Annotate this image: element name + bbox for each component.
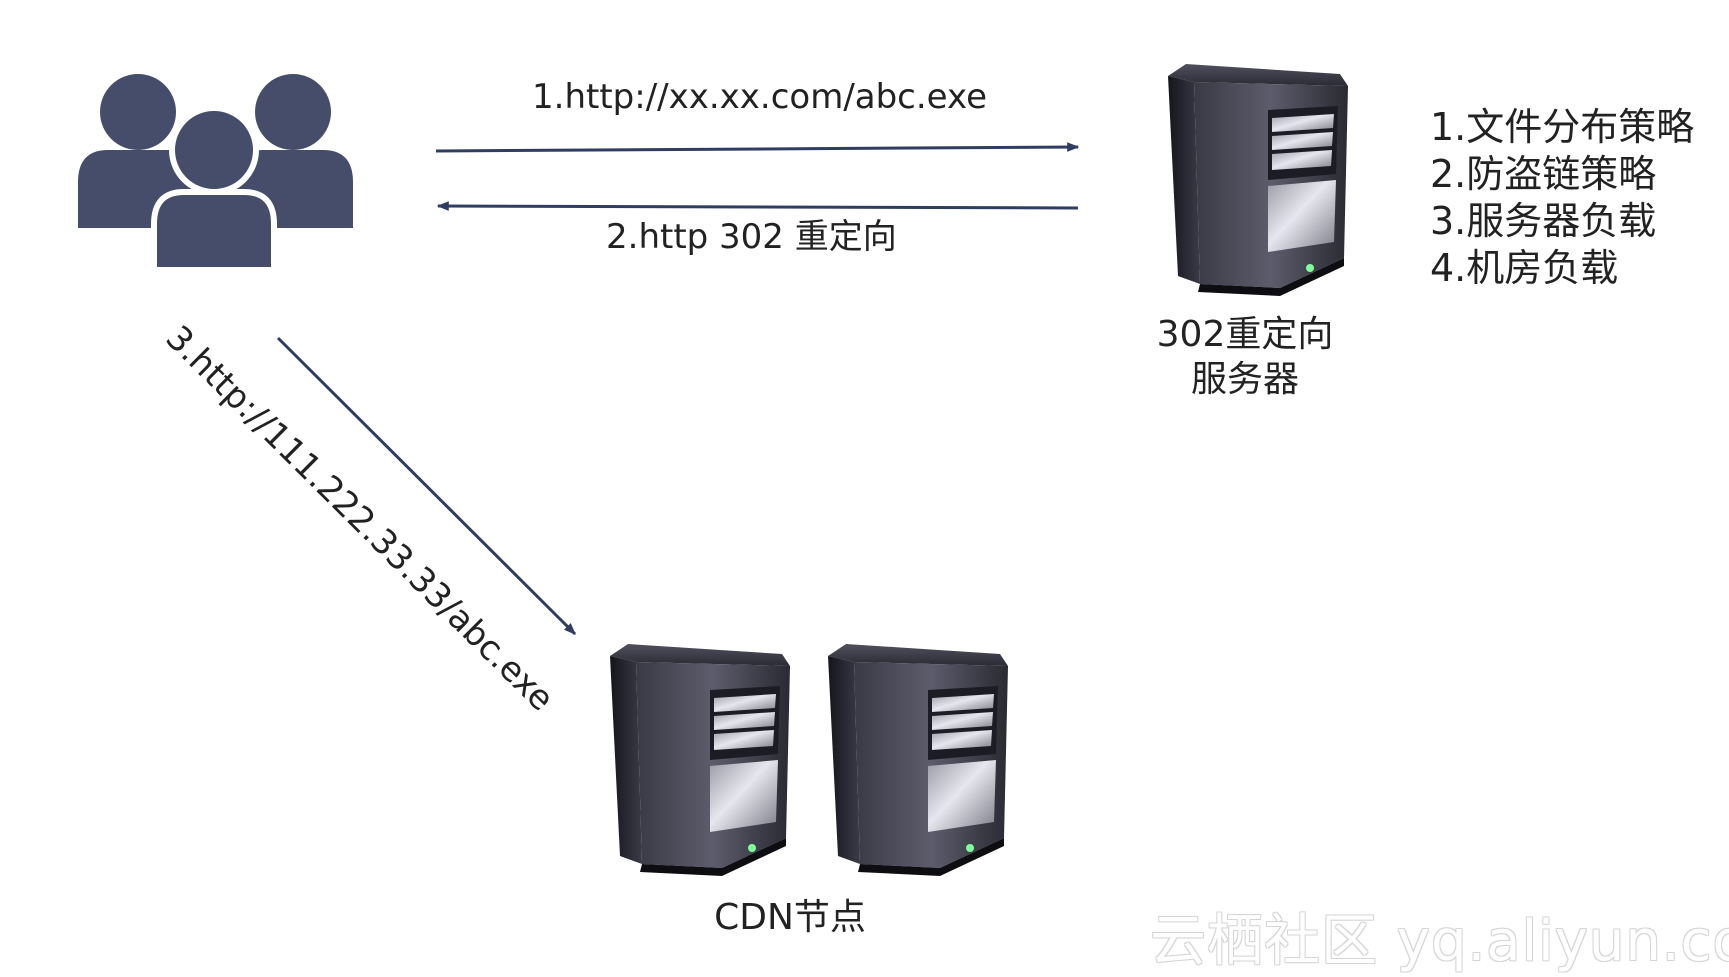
policy-item: 4.机房负载 <box>1430 246 1619 290</box>
cdn-request-arrow <box>276 336 577 636</box>
policy-item: 3.服务器负载 <box>1430 199 1657 243</box>
cdn-caption: CDN节点 <box>714 897 866 938</box>
cdn-server-icon <box>828 644 1008 876</box>
redirect-server-caption-line1: 302重定向 <box>1156 314 1334 355</box>
redirect-server-icon <box>1168 64 1348 296</box>
request-label: 1.http://xx.xx.com/abc.exe <box>532 77 987 117</box>
policy-list: 1.文件分布策略 2.防盗链策略 3.服务器负载 4.机房负载 <box>1430 104 1694 292</box>
redirect-arrow <box>436 201 1079 211</box>
policy-item: 1.文件分布策略 <box>1430 105 1695 149</box>
users-group-icon <box>78 74 353 273</box>
redirect-label: 2.http 302 重定向 <box>606 217 897 257</box>
redirect-server-caption-line2: 服务器 <box>1190 359 1299 400</box>
watermark: 云栖社区 yq.aliyun.com <box>1150 909 1729 974</box>
cdn-server-icon <box>610 644 790 876</box>
policy-item: 2.防盗链策略 <box>1430 152 1657 196</box>
request-arrow <box>435 142 1080 153</box>
redirect-server-caption: 302重定向 服务器 <box>1135 312 1355 402</box>
